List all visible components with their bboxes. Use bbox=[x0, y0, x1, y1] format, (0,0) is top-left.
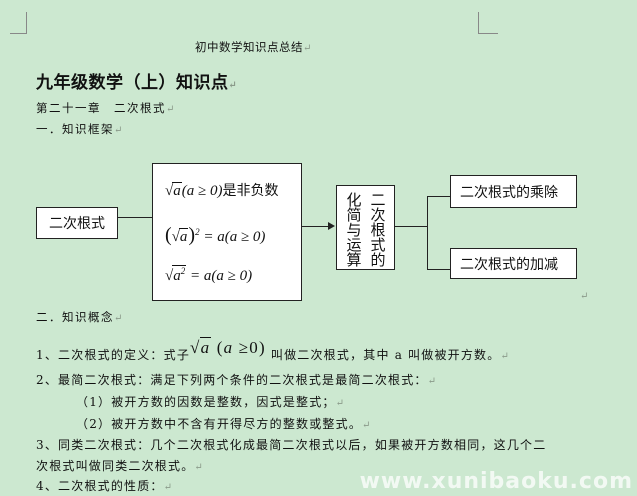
diagram-root-box: 二次根式 bbox=[36, 207, 118, 239]
diagram-branch-multiply-divide: 二次根式的乘除 bbox=[450, 175, 577, 208]
concept-2-condition-1: （1）被开方数的因数是整数，因式是整式；↵ bbox=[76, 395, 346, 409]
section-heading-concepts: 二．知识概念↵ bbox=[36, 310, 124, 324]
arrow-head-icon bbox=[328, 222, 335, 230]
concept-3-similar: 3、同类二次根式：几个二次根式化成最简二次根式以后，如果被开方数相同，这几个二 bbox=[36, 438, 547, 452]
property-line-3: √a2 = a(a ≥ 0) bbox=[165, 265, 253, 284]
watermark: www.xunibaoku.com bbox=[359, 469, 633, 494]
margin-corner-top-left bbox=[10, 12, 27, 34]
chapter-heading: 第二十一章 二次根式↵ bbox=[36, 101, 176, 115]
concept-2-condition-2: （2）被开方数中不含有开得尽方的整数或整式。↵ bbox=[76, 417, 372, 431]
diagram-simplify-box: 二次根式的 化简与运算 bbox=[336, 185, 395, 270]
connector-line bbox=[395, 226, 428, 228]
concept-4-properties: 4、二次根式的性质：↵ bbox=[36, 479, 174, 493]
paragraph-mark: ↵ bbox=[303, 43, 312, 54]
connector-line bbox=[118, 217, 153, 219]
diagram-properties-box: √aa(a ≥ 0)(a ≥ 0)是非负数 (√a)2 = a(a ≥ 0) √… bbox=[152, 163, 302, 301]
document-title: 九年级数学（上）知识点↵ bbox=[36, 73, 238, 93]
arrow-line bbox=[302, 226, 333, 228]
property-line-2: (√a)2 = a(a ≥ 0) bbox=[165, 224, 266, 246]
branch-vertical-line bbox=[427, 196, 429, 270]
section-heading-framework: 一．知识框架↵ bbox=[36, 122, 124, 136]
branch-line-bottom bbox=[427, 269, 451, 271]
property-line-1: √aa(a ≥ 0)(a ≥ 0)是非负数 bbox=[165, 182, 279, 199]
branch-line-top bbox=[427, 196, 451, 198]
concept-1-definition: 1、二次根式的定义：式子√a (a ≥0) 叫做二次根式，其中 a 叫做被开方数… bbox=[36, 337, 511, 362]
concept-2-simplest: 2、最简二次根式：满足下列两个条件的二次根式是最简二次根式：↵ bbox=[36, 373, 438, 387]
diagram-branch-add-subtract: 二次根式的加减 bbox=[450, 248, 577, 279]
concept-3-similar-cont: 次根式叫做同类二次根式。↵ bbox=[36, 459, 204, 473]
margin-corner-top-right bbox=[478, 12, 498, 34]
page-header: 初中数学知识点总结↵ bbox=[195, 40, 312, 54]
paragraph-mark: ↵ bbox=[580, 291, 589, 302]
